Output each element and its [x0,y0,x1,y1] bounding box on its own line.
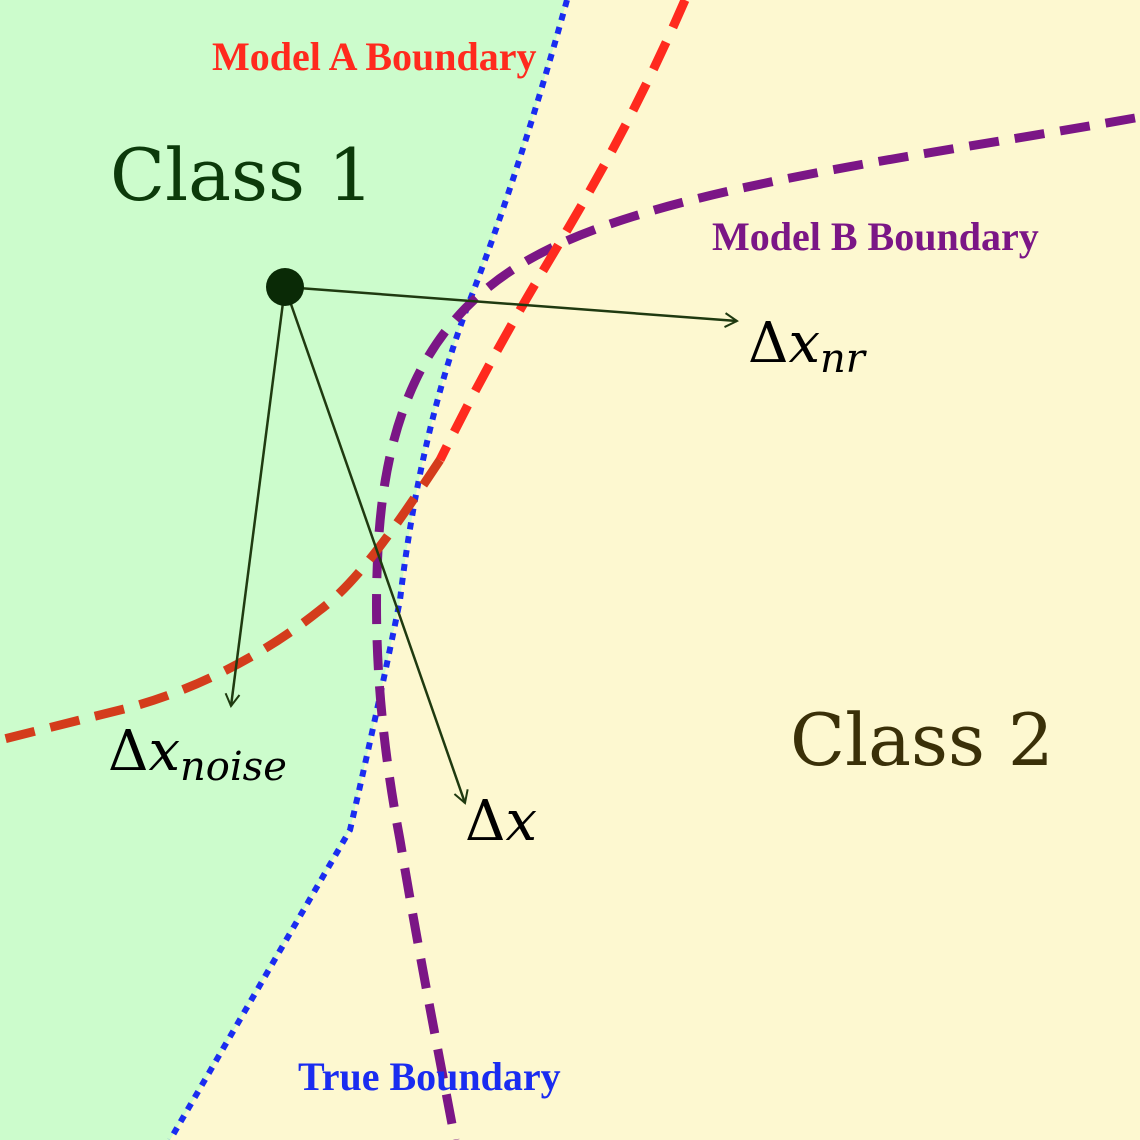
sub-nr: nr [820,336,868,382]
class-1-region [0,0,567,1140]
true-boundary-label: True Boundary [298,1054,561,1099]
var-x-noise: x [148,719,180,784]
model-b-boundary-label: Model B Boundary [712,214,1039,259]
var-x-adv: x [505,789,537,854]
model-a-boundary-label: Model A Boundary [212,34,537,79]
arrow-delta-x-nr [284,285,739,328]
class-2-label: Class 2 [790,698,1054,782]
delta-symbol-noise: Δ [108,719,148,784]
arrow-delta-x [283,286,469,805]
var-x-nr: x [788,311,820,376]
model-b-boundary-line [372,113,1136,1140]
true-boundary-line [167,0,570,1140]
sub-noise: noise [180,744,287,790]
model-a-boundary-upper [435,0,690,463]
class-1-label: Class 1 [110,133,374,217]
delta-x-nr-label: Δxnr [748,311,868,382]
delta-x-label: Δx [465,789,537,854]
data-point-icon [266,268,304,306]
delta-symbol-nr: Δ [748,311,788,376]
delta-x-noise-label: Δxnoise [108,719,287,790]
model-a-boundary-lower [0,457,444,745]
delta-symbol-adv: Δ [465,789,505,854]
arrow-delta-x-noise [224,286,287,708]
